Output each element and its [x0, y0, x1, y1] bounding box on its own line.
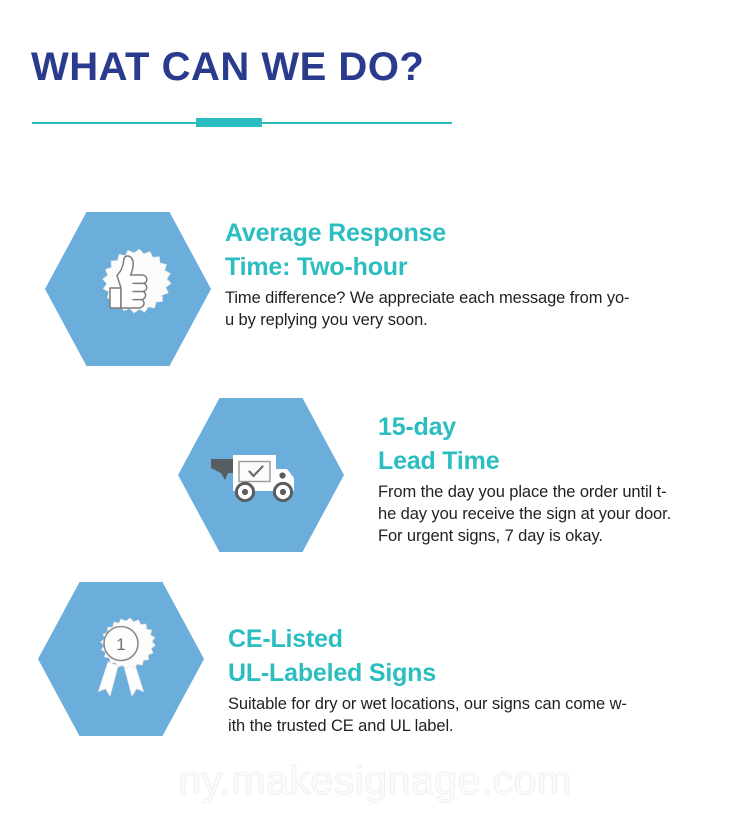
award-ribbon-icon: 1	[97, 617, 156, 698]
feature-body-1: Time difference? We appreciate each mess…	[225, 287, 735, 332]
feature-body-2-line-1: From the day you place the order until t…	[378, 482, 667, 501]
feature-text-2: 15-day Lead Time From the day you place …	[378, 410, 748, 547]
page-header: WHAT CAN WE DO?	[0, 0, 750, 170]
feature-icon-hexagon-1	[45, 212, 211, 366]
feature-body-2-line-2: he day you receive the sign at your door…	[378, 504, 672, 523]
divider-accent-bar	[196, 118, 262, 127]
feature-heading-1-line-2: Time: Two-hour	[225, 253, 408, 282]
feature-heading-1: Average Response Time: Two-hour	[225, 216, 735, 285]
feature-body-3: Suitable for dry or wet locations, our s…	[228, 693, 738, 738]
feature-heading-3-line-1: CE-Listed	[228, 625, 343, 653]
feature-heading-2-line-2: Lead Time	[378, 447, 500, 476]
feature-body-1-line-1: Time difference? We appreciate each mess…	[225, 288, 630, 307]
title-divider	[32, 117, 452, 129]
feature-heading-1-line-1: Average Response	[225, 219, 446, 247]
feature-icon-hexagon-3: 1	[38, 582, 204, 736]
feature-body-2-line-3: For urgent signs, 7 day is okay.	[378, 527, 603, 546]
award-number-label: 1	[116, 635, 125, 654]
feature-body-3-line-2: ith the trusted CE and UL label.	[228, 716, 454, 735]
feature-heading-2-line-1: 15-day	[378, 413, 457, 441]
feature-body-2: From the day you place the order until t…	[378, 481, 748, 548]
feature-heading-3-line-2: UL-Labeled Signs	[228, 659, 436, 688]
feature-text-3: CE-Listed UL-Labeled Signs Suitable for …	[228, 622, 738, 737]
delivery-truck-icon	[211, 455, 294, 503]
feature-heading-3: CE-Listed UL-Labeled Signs	[228, 622, 738, 691]
feature-body-3-line-1: Suitable for dry or wet locations, our s…	[228, 694, 627, 713]
feature-heading-2: 15-day Lead Time	[378, 410, 748, 479]
feature-text-1: Average Response Time: Two-hour Time dif…	[225, 216, 735, 331]
thumbs-up-badge-icon	[102, 248, 172, 314]
page-title: WHAT CAN WE DO?	[31, 45, 425, 89]
feature-icon-hexagon-2	[178, 398, 344, 552]
feature-body-1-line-2: u by replying you very soon.	[225, 310, 428, 329]
